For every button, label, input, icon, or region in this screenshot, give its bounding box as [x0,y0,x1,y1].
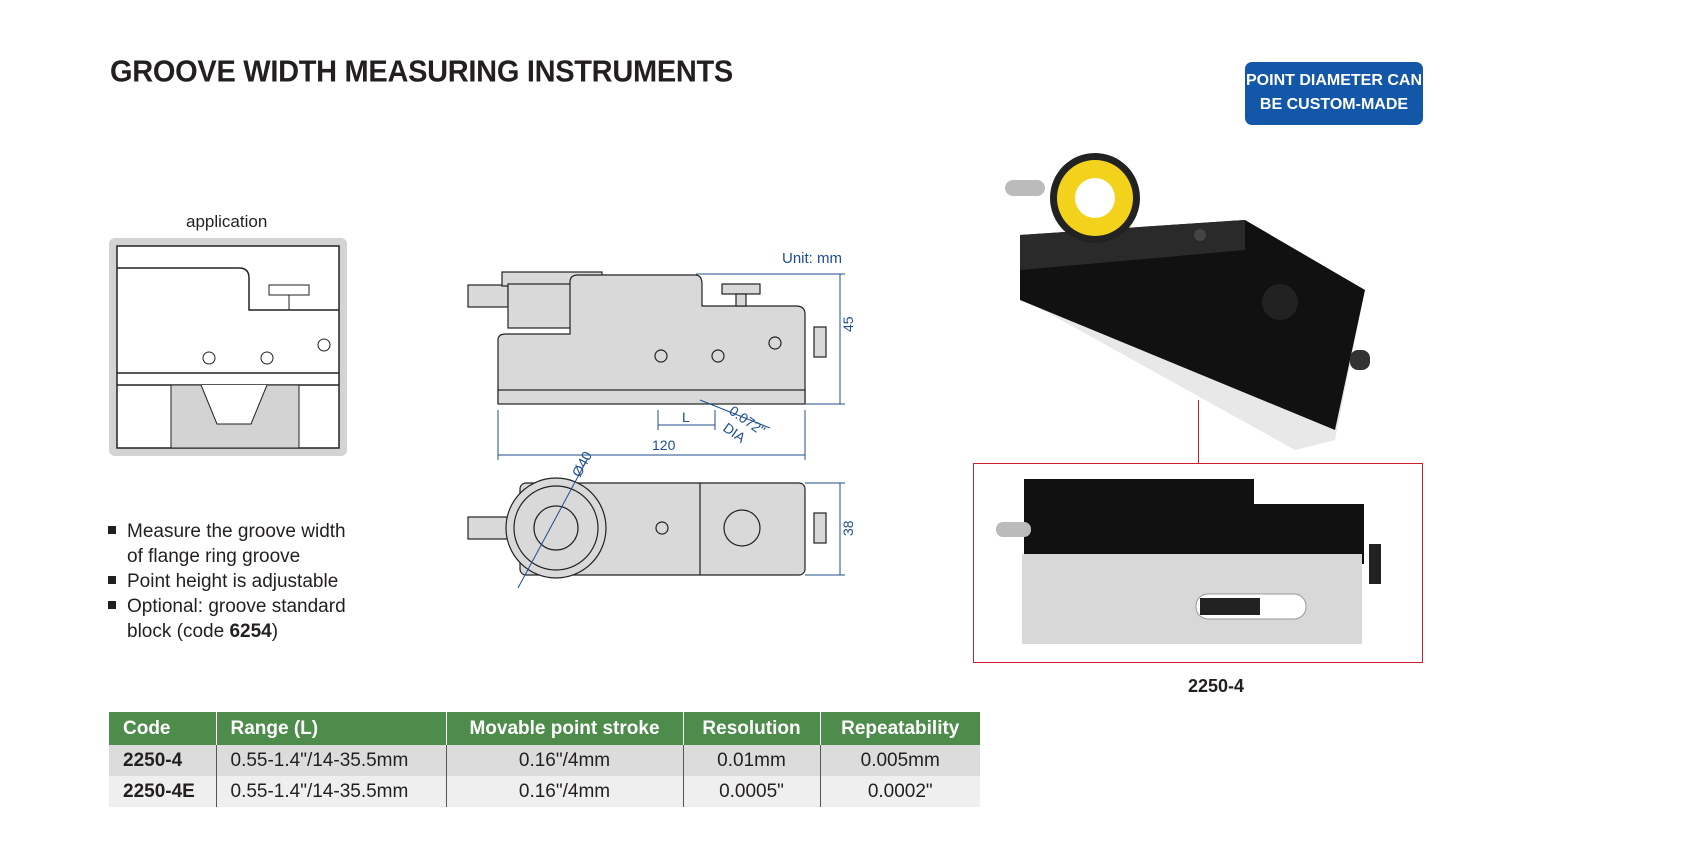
feature-item: Point height is adjustable [108,569,346,594]
l-dimension: L [682,409,690,425]
feature-item-cont: block (code 6254) [108,619,346,644]
cell-repeatability: 0.005mm [820,745,980,776]
application-label: application [186,212,268,231]
feature-text: block (code [127,621,230,642]
feature-text: ) [271,621,279,642]
width-dimension: 38 [840,520,856,536]
table-header-row: Code Range (L) Movable point stroke Reso… [109,712,980,745]
badge-line-1: POINT DIAMETER CAN [1246,72,1422,89]
detail-photo [996,479,1381,644]
col-resolution: Resolution [683,712,821,745]
photo-caption: 2250-4 [1188,676,1245,696]
feature-item: Optional: groove standard [108,594,346,619]
product-photo [1005,153,1370,450]
cell-resolution: 0.01mm [683,745,821,776]
cell-stroke: 0.16"/4mm [446,745,684,776]
cell-code: 2250-4E [109,776,217,807]
code-number: 6254 [229,621,272,642]
unit-label: Unit: mm [782,250,842,267]
spec-table: Code Range (L) Movable point stroke Reso… [109,712,980,807]
detail-photo-frame [973,463,1423,663]
technical-drawing: 120 L 0.072" DIA 45 Ø40 38 [467,271,856,589]
badge-line-2: BE CUSTOM-MADE [1259,96,1409,113]
cell-repeatability: 0.0002" [820,776,980,807]
cell-range: 0.55-1.4"/14-35.5mm [216,776,447,807]
col-range: Range (L) [216,712,447,745]
feature-item: Measure the groove width [108,519,346,544]
length-dimension: 120 [652,437,676,453]
cell-stroke: 0.16"/4mm [446,776,684,807]
page-title: GROOVE WIDTH MEASURING INSTRUMENTS [110,55,733,89]
table-row: 2250-4 0.55-1.4"/14-35.5mm 0.16"/4mm 0.0… [109,745,980,776]
cell-range: 0.55-1.4"/14-35.5mm [216,745,447,776]
cell-code: 2250-4 [109,745,217,776]
feature-text: Measure the groove width [127,521,346,542]
feature-text: Optional: groove standard [127,596,346,617]
table-row: 2250-4E 0.55-1.4"/14-35.5mm 0.16"/4mm 0.… [109,776,980,807]
feature-text: Point height is adjustable [127,571,339,592]
col-code: Code [109,712,217,745]
feature-list: Measure the groove width of flange ring … [108,519,346,644]
bullet-icon [108,601,116,609]
feature-item-cont: of flange ring groove [127,546,301,567]
col-repeatability: Repeatability [820,712,980,745]
cell-resolution: 0.0005" [683,776,821,807]
bullet-icon [108,576,116,584]
custom-made-badge: POINT DIAMETER CAN BE CUSTOM-MADE [1245,62,1423,125]
dial-diameter: Ø40 [569,448,596,479]
application-diagram [109,238,347,456]
bullet-icon [108,526,116,534]
height-dimension: 45 [840,316,856,332]
connector-line [1198,400,1199,463]
col-stroke: Movable point stroke [446,712,684,745]
